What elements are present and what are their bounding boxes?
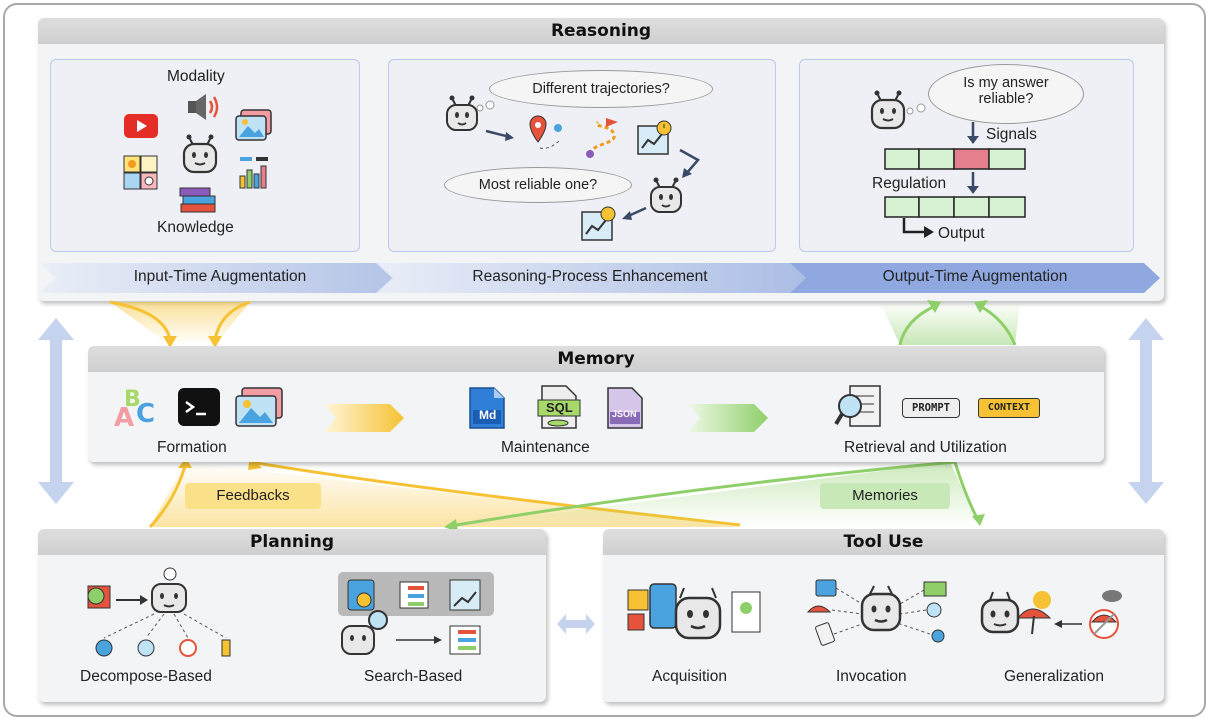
svg-text:A: A (114, 403, 134, 433)
speaker-icon (188, 94, 219, 120)
search-based-label: Search-Based (364, 668, 463, 685)
regulation-label: Regulation (872, 175, 947, 192)
chevron-arrow-green (688, 404, 768, 432)
answer-reliable-bubble: Is my answer reliable? (928, 64, 1084, 124)
robot-icon (870, 90, 906, 130)
markdown-file-icon (469, 387, 505, 429)
prompt-tag: PROMPT (902, 398, 960, 418)
robot-icon (650, 177, 682, 213)
image-icon (235, 109, 272, 141)
knowledge-label: Knowledge (157, 219, 234, 236)
location-pin-icon (529, 115, 562, 149)
arrow-icon (967, 172, 979, 194)
reasoning-title: Reasoning (38, 18, 1164, 44)
signals-label: Signals (986, 126, 1037, 143)
time-chart-icon (637, 120, 672, 155)
arrow-icon (679, 148, 700, 178)
generalization-label: Generalization (1004, 668, 1104, 685)
modality-label: Modality (167, 68, 225, 85)
trajectories-bubble: Different trajectories? (489, 70, 713, 108)
stage-reasoning-process: Reasoning-Process Enhancement (472, 268, 708, 285)
abc-icon: A B C (114, 387, 155, 433)
json-text: JSON (612, 409, 637, 419)
stage-chevrons (40, 263, 1160, 293)
data-chart-icon (239, 157, 268, 189)
memories-label: Memories (820, 483, 950, 509)
decompose-diagram (87, 567, 231, 657)
svg-text:C: C (136, 399, 155, 429)
document-search-icon (834, 385, 881, 427)
arrow-icon (967, 122, 979, 144)
search-diagram (341, 579, 481, 655)
robot-icon (182, 134, 218, 174)
invocation-label: Invocation (836, 668, 907, 685)
arrow-icon (622, 206, 647, 220)
md-text: Md (479, 408, 497, 422)
output-label: Output (938, 225, 985, 242)
route-icon (586, 118, 618, 158)
books-icon (179, 187, 216, 213)
feedbacks-label: Feedbacks (185, 483, 321, 509)
time-chart-icon (581, 206, 616, 241)
chevron-arrow-yellow (324, 404, 404, 432)
reliable-one-question: Most reliable one? (478, 177, 598, 193)
invocation-diagram (806, 579, 947, 646)
trajectories-question: Different trajectories? (532, 81, 670, 97)
formation-label: Formation (157, 439, 227, 456)
sql-file-icon (537, 385, 581, 429)
arrow-icon (485, 129, 514, 141)
json-file-icon (607, 387, 643, 429)
maintenance-label: Maintenance (501, 439, 590, 456)
answer-question-line1: Is my answer (963, 75, 1049, 91)
youtube-icon (124, 114, 158, 138)
planning-title: Planning (38, 529, 546, 555)
image-stack-icon (235, 387, 283, 427)
context-tag: CONTEXT (978, 398, 1040, 418)
answer-question-line2: reliable? (978, 91, 1034, 107)
output-arrow (902, 218, 934, 238)
generalization-diagram (980, 590, 1122, 639)
svg-text:B: B (124, 387, 141, 412)
sql-text: SQL (546, 400, 573, 415)
decompose-based-label: Decompose-Based (80, 668, 212, 685)
thought-dots (476, 100, 495, 112)
stage-input-time: Input-Time Augmentation (133, 268, 307, 285)
signal-bar (884, 148, 1026, 170)
planning-panel: Planning (38, 529, 546, 702)
regulated-bar (884, 196, 1026, 218)
stage-output-time: Output-Time Augmentation (882, 268, 1068, 285)
acquisition-diagram (627, 583, 761, 640)
reliable-one-bubble: Most reliable one? (444, 167, 632, 203)
thought-dots (906, 103, 926, 115)
tool-use-title: Tool Use (603, 529, 1164, 555)
acquisition-label: Acquisition (652, 668, 727, 685)
weather-card-icon (123, 155, 158, 190)
retrieval-utilization-label: Retrieval and Utilization (844, 439, 1007, 456)
terminal-icon (178, 388, 220, 426)
robot-icon (446, 95, 478, 131)
memory-title: Memory (88, 346, 1104, 372)
